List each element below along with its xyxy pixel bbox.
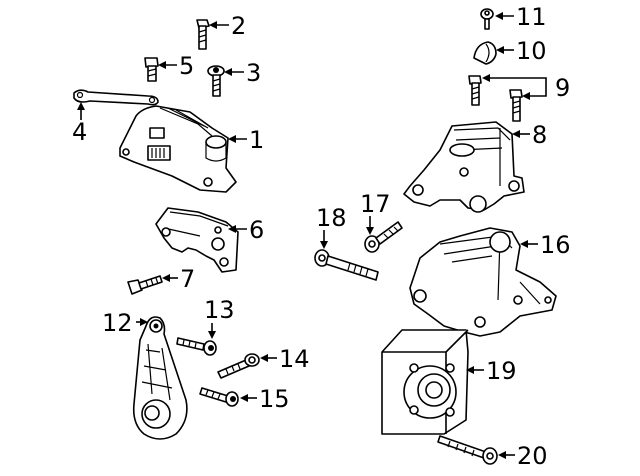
callout-19-label: 19: [486, 357, 517, 385]
callout-7: 7: [162, 265, 195, 293]
part-2-bolt: [196, 19, 210, 50]
part-12-torque-link: [132, 316, 188, 440]
callout-8-label: 8: [532, 121, 547, 149]
part-10-cap: [473, 41, 497, 65]
part-17-bolt: [364, 221, 403, 253]
callout-16: 16: [520, 231, 571, 259]
callout-17-label: 17: [360, 190, 391, 218]
callout-2-label: 2: [231, 12, 246, 40]
callout-15-label: 15: [259, 385, 290, 413]
callout-15: 15: [240, 385, 290, 413]
part-19-bushing: [381, 329, 469, 435]
callout-20: 20: [498, 442, 548, 470]
callout-11-label: 11: [516, 3, 547, 31]
callout-10-label: 10: [516, 37, 547, 65]
callout-3-label: 3: [246, 59, 261, 87]
callout-4: 4: [72, 102, 87, 146]
callout-2: 2: [209, 12, 246, 40]
callout-5: 5: [158, 52, 194, 80]
part-16-bracket: [409, 227, 557, 337]
callout-3: 3: [224, 59, 261, 87]
part-3-bolt: [207, 65, 225, 97]
part-20-bolt: [437, 435, 498, 465]
callout-11: 11: [495, 3, 547, 31]
callout-6: 6: [228, 216, 264, 244]
callout-1: 1: [228, 126, 264, 154]
callout-18: 18: [316, 204, 347, 249]
callout-12: 12: [102, 309, 148, 337]
part-13-bolt: [176, 337, 217, 356]
callout-19: 19: [466, 357, 517, 385]
part-9-bolts: [468, 75, 523, 122]
part-5-bolt: [144, 57, 159, 82]
callout-20-label: 20: [517, 442, 548, 470]
part-1-mount: [119, 105, 237, 193]
callout-10: 10: [496, 37, 547, 65]
callout-8: 8: [512, 121, 547, 149]
callout-16-label: 16: [540, 231, 571, 259]
part-18-bolt: [314, 249, 379, 281]
callout-5-label: 5: [179, 52, 194, 80]
callout-17: 17: [360, 190, 391, 235]
part-8-mount: [403, 121, 525, 213]
callout-9: 9: [482, 74, 570, 102]
part-11-bolt: [480, 8, 494, 30]
part-15-bolt: [199, 387, 239, 407]
callout-9-label: 9: [555, 74, 570, 102]
callout-7-label: 7: [180, 265, 195, 293]
part-6-bracket: [155, 207, 239, 273]
part-7-bolt: [127, 275, 163, 295]
callout-13: 13: [204, 296, 235, 339]
callout-14-label: 14: [279, 345, 310, 373]
callout-14: 14: [260, 345, 310, 373]
callout-4-label: 4: [72, 118, 87, 146]
part-14-bolt: [217, 353, 260, 379]
part-4-strap: [73, 89, 159, 106]
callout-1-label: 1: [249, 126, 264, 154]
callout-12-label: 12: [102, 309, 133, 337]
callout-13-label: 13: [204, 296, 235, 324]
callout-18-label: 18: [316, 204, 347, 232]
callout-6-label: 6: [249, 216, 264, 244]
